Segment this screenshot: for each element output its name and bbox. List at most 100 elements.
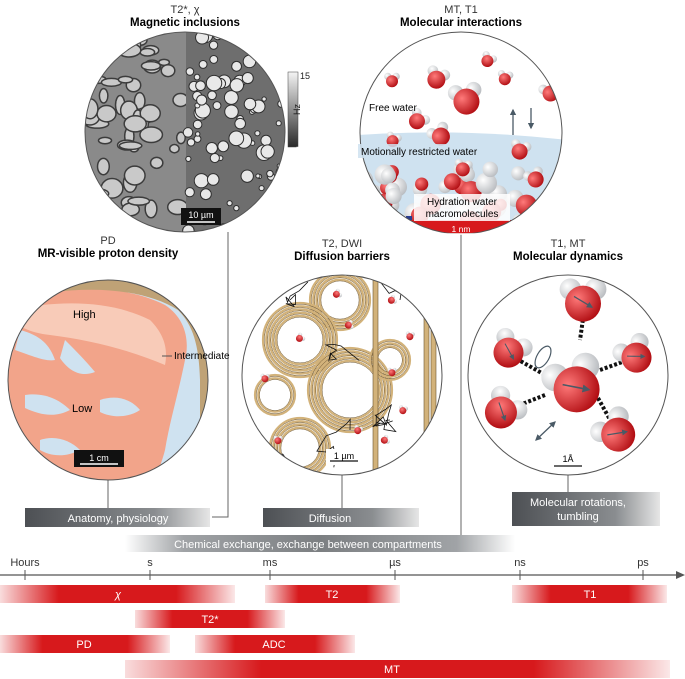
myelin-layer	[315, 275, 365, 325]
water-molecule	[511, 139, 532, 160]
colorbar-unit: Hz	[292, 104, 302, 115]
membrane-wall	[430, 275, 437, 475]
water-molecule	[332, 288, 343, 298]
myelin-layer	[306, 346, 394, 434]
axon-cross-section	[149, 156, 164, 170]
diffusion-bar	[263, 508, 419, 527]
anatomy-label: Anatomy, physiology	[68, 513, 169, 525]
water-molecule	[387, 294, 397, 304]
axon-cross-section	[144, 199, 158, 219]
axon-cross-section	[100, 206, 118, 218]
t2-bar-label: T2	[326, 589, 339, 601]
bubble	[185, 155, 192, 163]
interactions-title: Molecular interactions	[400, 17, 522, 29]
bubble	[231, 60, 242, 72]
hydrogen-bond	[509, 353, 546, 377]
bubble	[182, 127, 194, 138]
pd-intermediate-label: Intermediate	[174, 351, 230, 362]
bubble	[275, 120, 282, 127]
myelin-layer	[261, 301, 339, 379]
bubble	[261, 96, 267, 102]
water-molecule	[399, 405, 409, 415]
bubble	[195, 131, 201, 137]
anatomy-bar	[25, 508, 210, 527]
bubble	[284, 150, 285, 158]
axon-cross-section	[117, 75, 134, 84]
water-molecule	[497, 70, 514, 86]
water-molecule	[405, 331, 415, 341]
myelin-layer	[312, 275, 368, 328]
axon-cross-section	[118, 141, 143, 151]
interactions-subtitle: MT, T1	[444, 4, 477, 16]
category-labels: Anatomy, physiology Diffusion Molecular …	[25, 492, 660, 552]
bubble	[266, 169, 274, 178]
proton-density-panel: PD MR-visible proton density High Interm…	[7, 235, 230, 481]
rotations-label-2: tumbling	[557, 511, 599, 523]
water-molecule	[454, 158, 473, 177]
dynamics-scale-label: 1Å	[562, 454, 573, 464]
bubble	[240, 169, 254, 183]
pd-scale-box	[74, 450, 124, 467]
bubble	[262, 43, 273, 54]
water-molecule	[427, 65, 451, 89]
diffusion-subtitle: T2, DWI	[322, 238, 362, 250]
rotations-bar	[512, 492, 660, 526]
axon-cross-section	[96, 38, 108, 47]
chi-bar-label: χ	[114, 589, 122, 601]
bubble	[208, 40, 219, 50]
bubble	[226, 200, 233, 207]
water-molecule	[273, 435, 283, 445]
axon-cross-section	[127, 196, 151, 206]
bubble	[250, 219, 267, 232]
time-tick-label: Hours	[10, 557, 40, 569]
myelin-layer	[274, 314, 326, 366]
axon-cross-section	[139, 47, 156, 57]
water-molecule	[481, 51, 498, 68]
bubble	[276, 219, 285, 230]
bubble	[282, 190, 285, 201]
water-molecule	[344, 320, 354, 329]
axon-cross-section	[139, 104, 161, 123]
axon-cross-section	[123, 114, 148, 133]
bubble	[254, 130, 261, 137]
water-molecule	[590, 406, 636, 452]
water-molecule	[447, 81, 482, 115]
axon-cross-section	[90, 34, 115, 56]
diffusion-path	[285, 275, 309, 308]
magnetic-scale-label: 10 µm	[188, 210, 213, 220]
water-molecule	[484, 385, 528, 429]
axon-cross-section	[96, 104, 117, 123]
bubble	[193, 173, 209, 189]
diffusion-barriers-panel: T2, DWI Diffusion barriers 1 µm	[241, 238, 443, 476]
axon-cross-section	[172, 92, 189, 108]
bubble	[205, 74, 223, 92]
bubble	[255, 173, 261, 179]
t2star-bar-label: T2*	[201, 614, 219, 626]
exchange-bar	[125, 535, 515, 552]
myelin-layer	[257, 377, 293, 413]
colorbar-bottom: −15	[296, 142, 311, 152]
technique-bars: χ T2 T1 T2* PD ADC MT	[0, 585, 670, 678]
axon-cross-section	[129, 223, 150, 232]
water-molecule	[384, 72, 400, 88]
bubble	[186, 138, 196, 147]
water-molecule	[354, 425, 364, 435]
bubble	[281, 186, 285, 203]
t2-bar	[265, 585, 400, 603]
interactions-scale-label: 1 nm	[452, 224, 471, 234]
bubble	[243, 97, 257, 111]
myelin-layer	[268, 308, 332, 372]
scale-bar-box	[181, 208, 221, 225]
bubble	[209, 54, 219, 64]
bubble	[212, 101, 222, 110]
t2star-bar	[135, 610, 285, 628]
restricted-water-label: Motionally restricted water	[361, 147, 478, 158]
axon-cross-section	[85, 57, 98, 75]
myelin-layer	[368, 338, 412, 382]
t1-bar	[512, 585, 667, 603]
bubble	[242, 54, 257, 69]
axon-cross-section	[119, 221, 143, 232]
axon-cross-section	[105, 210, 126, 224]
water-molecule	[523, 166, 544, 188]
bubble	[261, 214, 273, 226]
